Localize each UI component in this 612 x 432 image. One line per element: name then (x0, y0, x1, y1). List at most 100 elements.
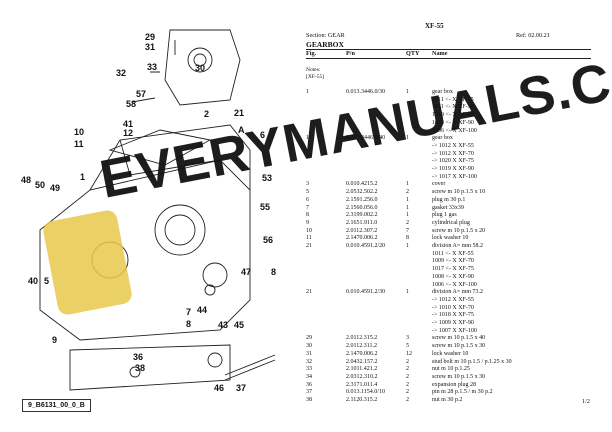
callout-label: 45 (234, 320, 244, 330)
name-cell: -> 1020 X XF-75 (432, 158, 474, 165)
name-cell: stud bolt m 10 p.1.5 / p.1.25 x 30 (432, 358, 512, 365)
name-cell: lock washer 10 (432, 235, 469, 242)
name-cell: 1018 <- X XF-90 (432, 119, 474, 126)
fig-cell: 10 (306, 227, 312, 234)
callout-label: 37 (236, 383, 246, 393)
part-number-cell: 2.3171.011.4 (346, 381, 378, 388)
part-number-cell: 2.1470.006.2 (346, 350, 378, 357)
part-number-cell: 2.0312.310.2 (346, 373, 378, 380)
name-cell: 1006 <- X XF-100 (432, 281, 477, 288)
qty-cell: 1 (406, 196, 409, 203)
callout-label: A (238, 125, 245, 135)
callout-label: 57 (136, 89, 146, 99)
callout-label: 8 (186, 319, 191, 329)
qty-cell: 1 (406, 289, 409, 296)
qty-cell: 1 (406, 212, 409, 219)
callout-label: 8 (271, 267, 276, 277)
fig-cell: 1 (306, 135, 309, 142)
fig-cell: 36 (306, 381, 312, 388)
name-cell: pin m 28 p.1.5 / m 30 p.2 (432, 389, 493, 396)
name-cell: -> 1019 X XF-90 (432, 165, 474, 172)
name-cell: -> 1012 X XF-55 (432, 142, 474, 149)
name-cell: gear box (432, 135, 453, 142)
qty-cell: 1 (406, 181, 409, 188)
callout-label: 36 (133, 352, 143, 362)
name-cell: gasket 33x39 (432, 204, 464, 211)
qty-cell: 2 (406, 381, 409, 388)
callout-label: 5 (44, 276, 49, 286)
qty-cell: 1 (406, 204, 409, 211)
figure-id: 9_B6131_00_0_B (22, 399, 91, 412)
name-cell: lock washer 10 (432, 350, 469, 357)
callout-label: 30 (195, 63, 205, 73)
callout-label: 31 (145, 42, 155, 52)
name-cell: plug 1 gas (432, 212, 457, 219)
notes-label: Notes: (306, 67, 321, 73)
name-cell: gear box (432, 89, 453, 95)
qty-cell: 12 (406, 350, 412, 357)
qty-cell: 2 (406, 219, 409, 226)
callout-label: 32 (116, 68, 126, 78)
name-cell: division A= mm 58.2 (432, 243, 484, 249)
callout-label: 50 (35, 180, 45, 190)
model-title: XF-55 (425, 22, 444, 30)
fig-cell: 7 (306, 204, 309, 211)
part-number-cell: 2.0432.157.2 (346, 358, 378, 365)
qty-cell: 1 (406, 89, 409, 95)
callout-label: 56 (263, 235, 273, 245)
name-cell: 1019 <- X XF-75 (432, 112, 474, 119)
fig-cell: 21 (306, 243, 312, 249)
callout-label: 46 (214, 383, 224, 393)
name-cell: screw m 10 p.1.5 x 20 (432, 227, 486, 234)
name-cell: 1011 <- X XF-55 (432, 250, 474, 257)
fig-cell: 30 (306, 343, 312, 350)
name-cell: -> 1012 X XF-70 (432, 150, 474, 157)
part-number-cell: 0.013.3446.0/40 (346, 135, 386, 142)
name-cell: -> 1012 X XF-55 (432, 296, 474, 303)
qty-cell: 2 (406, 373, 409, 380)
qty-cell: 8 (406, 235, 409, 242)
fig-cell: 1 (306, 89, 309, 95)
callout-label: 47 (241, 267, 251, 277)
ref-label: Ref: 02.00.21 (516, 32, 550, 39)
name-cell: -> 1010 X XF-70 (432, 304, 474, 311)
part-number-cell: 2.3199.002.2 (346, 212, 378, 219)
qty-cell: 2 (406, 189, 409, 196)
fig-cell: 38 (306, 397, 312, 403)
part-number-cell: 2.0532.502.2 (346, 189, 378, 196)
name-cell: screw m 10 p.1.5 x 30 (432, 343, 486, 350)
qty-cell: 2 (406, 397, 409, 403)
fig-cell: 3 (306, 181, 309, 188)
name-cell: 1006 <- X XF-100 (432, 127, 477, 134)
fig-cell: 11 (306, 235, 312, 242)
qty-cell: 2 (406, 358, 409, 365)
callout-label: 21 (234, 108, 244, 118)
callout-label: 9 (52, 335, 57, 345)
header-rule-bottom (306, 58, 591, 59)
callout-label: 43 (218, 320, 228, 330)
name-cell: division A= mm 73.2 (432, 289, 484, 296)
name-cell: screw m 10 p.1.5 x 40 (432, 335, 486, 342)
name-cell: -> 1017 X XF-100 (432, 173, 477, 180)
name-cell: cylindrical plug (432, 219, 470, 226)
col-pn: P/n (346, 50, 355, 57)
part-number-cell: 0.013.3446.0/30 (346, 89, 386, 95)
qty-cell: 3 (406, 335, 409, 342)
callout-label: 29 (145, 32, 155, 42)
callout-label: 33 (147, 62, 157, 72)
name-cell: -> 1009 X XF-90 (432, 319, 474, 326)
part-number-cell: 2.1591.256.0 (346, 196, 378, 203)
name-cell: 1011 <- X XF-55 (432, 96, 474, 103)
callout-label: 1 (80, 172, 85, 182)
part-number-cell: 2.0112.315.2 (346, 335, 378, 342)
fig-cell: 37 (306, 389, 312, 396)
name-cell: 1009 <- X XF-70 (432, 258, 474, 265)
col-name: Name (432, 50, 448, 57)
qty-cell: 5 (406, 343, 409, 350)
callout-label: 58 (126, 99, 136, 109)
qty-cell: 7 (406, 227, 409, 234)
part-number-cell: 2.1560.056.0 (346, 204, 378, 211)
name-cell: nut m 10 p.1.25 (432, 366, 470, 373)
